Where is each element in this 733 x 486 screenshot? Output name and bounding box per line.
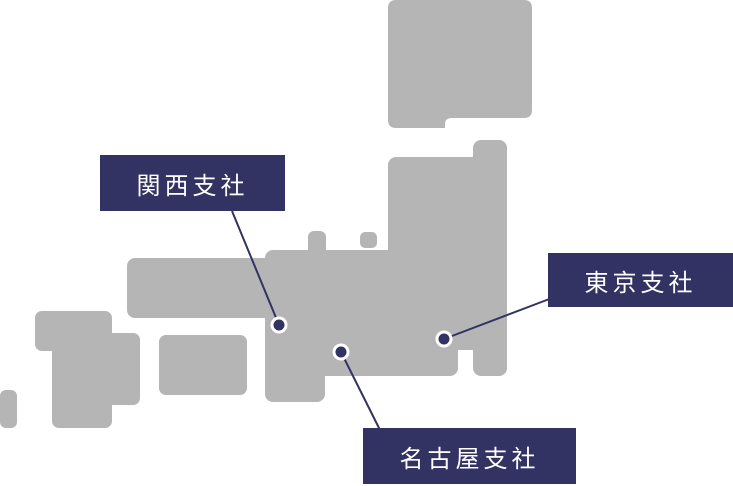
tokyo-office-label[interactable]: 東京支社 (548, 253, 733, 307)
kansai-marker[interactable] (270, 316, 288, 334)
sado-island (360, 232, 377, 248)
shikoku (159, 335, 247, 395)
honshu-north (388, 157, 498, 267)
hokkaido (388, 0, 532, 128)
kyushu-main (52, 333, 140, 405)
honshu-south (265, 340, 325, 402)
okinawa (0, 390, 17, 428)
kansai-office-label[interactable]: 関西支社 (100, 155, 285, 211)
tokyo-marker[interactable] (435, 330, 453, 348)
kyushu-south (52, 390, 112, 428)
nagoya-office-label[interactable]: 名古屋支社 (363, 428, 576, 484)
nagoya-marker[interactable] (332, 343, 350, 361)
noto-peninsula (308, 231, 326, 271)
kansai-leader-line (231, 210, 280, 326)
tokyo-leader-line (443, 297, 553, 340)
nagoya-leader-line (340, 351, 381, 431)
honshu-east (473, 140, 507, 376)
